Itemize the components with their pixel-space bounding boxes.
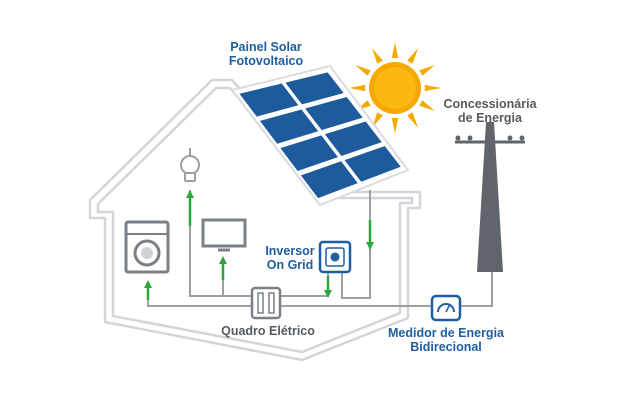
- solar-cell: [259, 109, 319, 144]
- solar-panel-icon: [230, 64, 410, 207]
- solar-cell: [280, 135, 338, 171]
- utility-label-line1: Concessionária: [443, 97, 537, 111]
- breaker-box-label: Quadro Elétrico: [221, 324, 315, 338]
- sun-ray: [407, 48, 418, 64]
- flow-arrows: [144, 190, 374, 300]
- washing-machine-icon: [124, 220, 170, 274]
- solar-cell: [300, 161, 358, 199]
- sun-ray: [372, 48, 383, 64]
- light-bulb-icon: [180, 148, 200, 182]
- sun-ray: [349, 84, 366, 92]
- inverter-icon: [318, 240, 352, 274]
- tv-monitor-icon: [201, 218, 247, 252]
- solar-cell: [305, 96, 363, 131]
- meter-label-line1: Medidor de Energia: [388, 326, 505, 340]
- sun-ray: [355, 65, 371, 76]
- solar-cell: [324, 121, 382, 156]
- sun-ray: [391, 42, 399, 59]
- solar-panel-label-line1: Painel Solar: [230, 40, 302, 54]
- solar-cell: [285, 72, 344, 105]
- inverter-label-line1: Inversor: [265, 244, 314, 258]
- breaker-box-icon: [250, 286, 282, 320]
- house-outline: [88, 78, 422, 362]
- sun-ray: [419, 100, 435, 111]
- sun-ray: [424, 84, 441, 92]
- utility-label-line2: de Energia: [458, 111, 523, 125]
- sun-ray: [391, 117, 399, 134]
- sun-ray: [419, 65, 435, 76]
- sun-ray: [407, 112, 418, 128]
- solar-cell: [344, 146, 401, 182]
- utility-pole-icon: [455, 122, 525, 272]
- meter-label-line2: Bidirecional: [410, 340, 482, 354]
- solar-cell: [239, 83, 299, 117]
- energy-meter-icon: [430, 294, 462, 322]
- inverter-label-line2: On Grid: [267, 258, 314, 272]
- sun-icon: [349, 42, 441, 134]
- solar-panel-label-line2: Fotovoltaico: [229, 54, 304, 68]
